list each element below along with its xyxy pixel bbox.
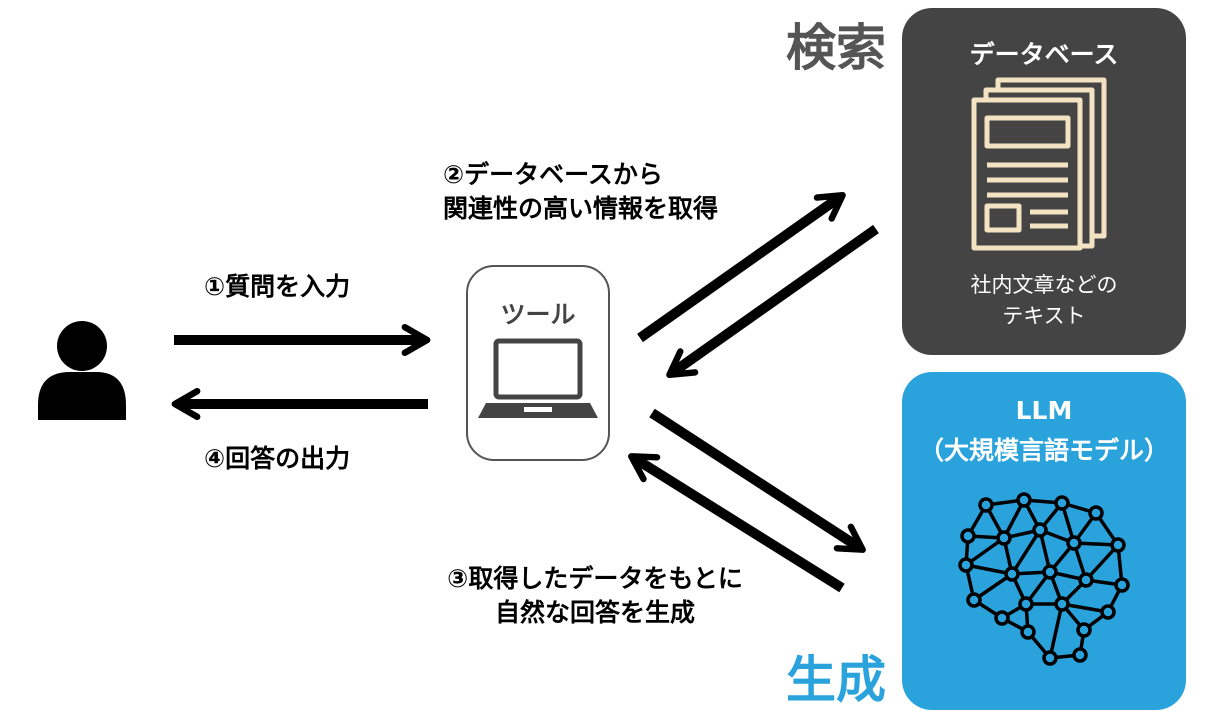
step-generate-line-2: 自然な回答を生成 <box>494 598 695 627</box>
arrow-tool-to-database <box>637 191 846 343</box>
tool-box: ツール <box>466 265 610 461</box>
search-label: 検索 <box>786 19 886 77</box>
brain-node <box>1054 596 1070 612</box>
database-subtitle-line-1: 社内文章などの <box>970 273 1118 297</box>
document-icon <box>971 77 1107 251</box>
arrow-database-to-tool <box>666 224 879 379</box>
arrow-llm-to-tool <box>628 453 845 593</box>
brain-node <box>1054 495 1070 511</box>
step-generate-line-1: ③取得したデータをもとに <box>447 564 743 593</box>
brain-edge <box>1084 543 1120 582</box>
brain-edge <box>1061 602 1109 614</box>
brain-edge <box>964 536 1006 567</box>
step-input-label: ①質問を入力 <box>204 272 351 301</box>
tool-title: ツール <box>500 300 576 329</box>
brain-edge <box>1048 603 1064 659</box>
brain-node <box>1032 522 1048 538</box>
step-retrieve-label: ②データベースから 関連性の高い情報を取得 <box>443 158 718 226</box>
laptop-icon <box>478 338 598 418</box>
brain-node <box>1066 535 1082 551</box>
brain-node <box>1004 566 1020 582</box>
brain-node <box>1020 624 1036 640</box>
brain-edge <box>1010 529 1042 575</box>
brain-edge <box>965 563 1013 576</box>
llm-subtitle: （大規模言語モデル） <box>918 436 1169 465</box>
database-subtitle-line-2: テキスト <box>1002 304 1086 328</box>
brain-node <box>1016 492 1032 508</box>
step-output-label: ④回答の出力 <box>204 444 351 473</box>
brain-node <box>960 528 976 544</box>
generate-label: 生成 <box>786 651 886 709</box>
database-subtitle: 社内文章などの テキスト <box>902 270 1186 332</box>
brain-node <box>994 610 1010 626</box>
brain-node <box>1088 505 1104 521</box>
brain-node <box>1042 564 1058 580</box>
step-generate-label: ③取得したデータをもとに 自然な回答を生成 <box>410 562 780 630</box>
brain-node <box>1042 650 1058 666</box>
arrow-tool-to-llm <box>649 408 866 553</box>
brain-node <box>996 530 1012 546</box>
user-icon <box>38 321 126 420</box>
database-panel: データベース 社内文章などの テキスト <box>902 8 1186 355</box>
brain-node <box>978 497 994 513</box>
brain-node <box>1076 622 1092 638</box>
brain-node <box>958 557 974 573</box>
brain-node <box>1072 647 1088 663</box>
neural-brain-icon <box>958 492 1130 666</box>
step-retrieve-line-2: 関連性の高い情報を取得 <box>443 194 719 223</box>
brain-node <box>1110 537 1126 553</box>
brain-node <box>1078 572 1094 588</box>
brain-node <box>1114 577 1130 593</box>
llm-title: LLM <box>1015 396 1073 425</box>
brain-node <box>966 592 982 608</box>
database-title: データベース <box>969 40 1119 69</box>
brain-node <box>1100 604 1116 620</box>
step-retrieve-line-1: ②データベースから <box>443 160 663 189</box>
brain-node <box>1018 596 1034 612</box>
